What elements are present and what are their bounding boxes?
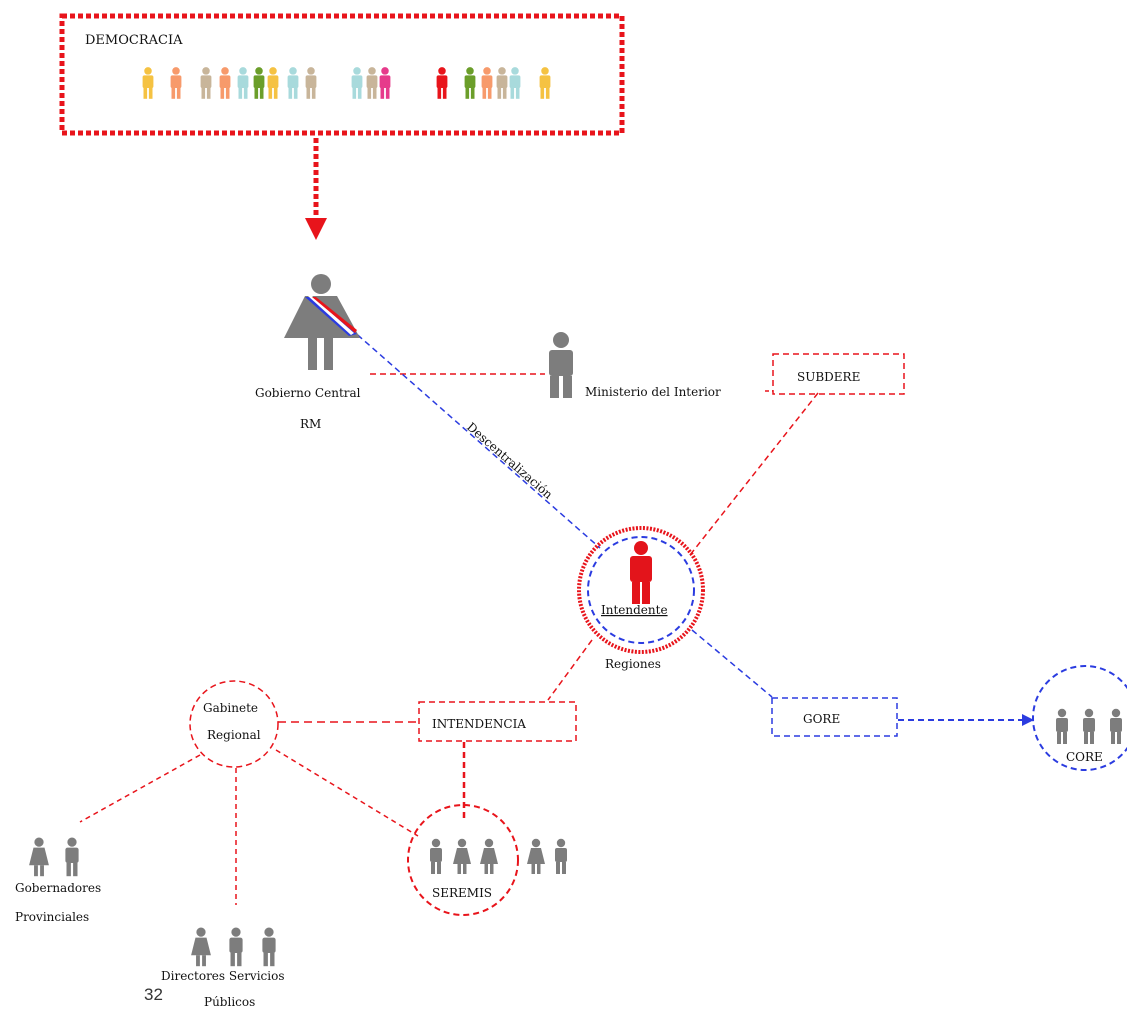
seremis-label: SEREMIS xyxy=(432,886,492,900)
citizen-icon xyxy=(366,67,378,99)
descentralizacion-label: Descentralización xyxy=(464,420,556,502)
connector-gabinete-seremis xyxy=(275,749,419,837)
citizen-icon xyxy=(267,67,279,99)
citizen-icon xyxy=(253,67,265,99)
citizen-icon xyxy=(200,67,212,99)
citizen-icon xyxy=(481,67,493,99)
directores-label-line1: Directores Servicios xyxy=(161,969,285,983)
seremis-circle xyxy=(407,804,519,916)
citizen-icon xyxy=(464,67,476,99)
citizen-icon xyxy=(287,67,299,99)
connector-subdere-intendente xyxy=(689,392,819,556)
intendente-outer-circle xyxy=(577,526,705,654)
democracia-title: DEMOCRACIA xyxy=(85,33,183,48)
gobernadores-label-line2: Provinciales xyxy=(15,910,89,924)
subdere-label: SUBDERE xyxy=(797,370,860,384)
gore-box xyxy=(771,697,898,737)
citizen-icon xyxy=(142,67,154,99)
citizen-icon xyxy=(237,67,249,99)
gabinete-label-line1: Gabinete xyxy=(203,701,258,715)
regiones-label: Regiones xyxy=(605,657,661,671)
intendente-inner-circle xyxy=(587,536,695,644)
connector-intendente-gore xyxy=(691,629,773,698)
intendencia-box xyxy=(418,701,577,742)
connector-intendente-intendencia xyxy=(547,639,593,701)
intendente-figure-icon xyxy=(630,541,652,604)
subdere-box xyxy=(772,353,905,395)
citizen-crowd xyxy=(142,67,551,99)
citizen-icon xyxy=(305,67,317,99)
connector-gabinete-gobernadores xyxy=(79,754,201,823)
ministerio-label: Ministerio del Interior xyxy=(585,385,721,399)
intendente-label: Intendente xyxy=(601,603,668,617)
core-members-icon xyxy=(1056,708,1122,744)
citizen-icon xyxy=(351,67,363,99)
gore-label: GORE xyxy=(803,712,840,726)
citizen-icon xyxy=(170,67,182,99)
citizen-icon xyxy=(379,67,391,99)
intendencia-label: INTENDENCIA xyxy=(432,717,526,731)
citizen-icon xyxy=(509,67,521,99)
ministerio-figure-icon xyxy=(549,332,573,398)
gabinete-circle xyxy=(189,680,279,768)
gobierno-central-sublabel: RM xyxy=(300,417,321,431)
page-number: 32 xyxy=(144,985,163,1004)
core-label: CORE xyxy=(1066,750,1103,764)
directores-figures-icon xyxy=(191,927,276,967)
gore-core-arrow-head xyxy=(1022,714,1034,726)
gobierno-central-label: Gobierno Central xyxy=(255,386,361,400)
democracia-box xyxy=(59,13,625,136)
citizen-icon xyxy=(496,67,508,99)
democracia-arrow-head xyxy=(305,218,327,240)
gabinete-label-line2: Regional xyxy=(207,728,261,742)
connector-gobierno-intendente xyxy=(334,314,601,549)
seremis-members-icon xyxy=(430,838,567,874)
gobierno-central-figure-icon xyxy=(284,274,360,370)
gobernadores-label-line1: Gobernadores xyxy=(15,881,101,895)
citizen-icon xyxy=(219,67,231,99)
gobernadores-figures-icon xyxy=(29,837,79,877)
citizen-icon xyxy=(436,67,448,99)
directores-label-line2: Públicos xyxy=(204,995,255,1009)
citizen-icon xyxy=(539,67,551,99)
core-circle xyxy=(1032,665,1127,771)
